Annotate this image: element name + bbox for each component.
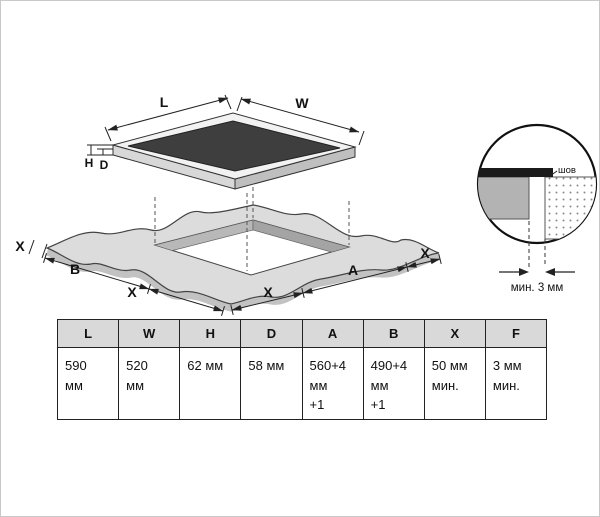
cell-D: 58 мм xyxy=(240,347,303,420)
dim-label-X-right: X xyxy=(420,245,430,261)
installation-diagram: L W H D X B xyxy=(15,94,598,316)
cell-line: 50 мм xyxy=(431,358,468,373)
col-header-F: F xyxy=(484,319,548,348)
cell-line: мм xyxy=(126,377,144,393)
detail-inset: шов мин. 3 мм xyxy=(476,123,598,294)
dim-label-B: B xyxy=(70,261,80,277)
cooktop-body-section xyxy=(478,176,530,220)
cell-line: мин. xyxy=(431,377,459,393)
dim-label-X-bottom-left: X xyxy=(127,284,137,300)
dim-label-X-bottom-mid: X xyxy=(263,284,273,300)
cell-line: 560+4 мм xyxy=(309,358,347,393)
table-value-row: 590 мм 520 мм 62 мм 58 мм 560+4 мм + xyxy=(56,347,548,420)
cell-H: 62 мм xyxy=(179,347,242,420)
cell-L: 590 мм xyxy=(56,347,120,420)
cell-B: 490+4 мм +1 xyxy=(362,347,425,420)
dim-label-A: A xyxy=(348,262,358,278)
cell-line: 58 мм xyxy=(248,358,285,373)
cell-line: мин. xyxy=(492,377,520,393)
dimensions-table: L W H D A B X F 590 мм 520 мм xyxy=(56,319,548,420)
inset-section xyxy=(478,168,596,240)
col-header-B: B xyxy=(362,319,425,348)
cell-line: 3 мм xyxy=(492,358,522,373)
cell-W: 520 мм xyxy=(118,347,181,420)
inset-gap-extension-lines xyxy=(528,221,546,267)
cooktop-drawing xyxy=(111,112,357,190)
cooktop-panel-section xyxy=(478,168,553,177)
projection-lines xyxy=(154,187,350,271)
cell-A: 560+4 мм +1 xyxy=(301,347,364,420)
dim-label-L: L xyxy=(160,94,169,110)
cell-line: +1 xyxy=(370,397,386,412)
inset-gap-arrows xyxy=(499,268,575,276)
dim-label-W: W xyxy=(295,95,309,111)
dimension-X-left-corner xyxy=(28,239,48,259)
col-header-A: A xyxy=(301,319,364,348)
dimension-W xyxy=(236,96,365,146)
seam-label: шов xyxy=(558,165,576,176)
table-header-row: L W H D A B X F xyxy=(56,319,548,348)
col-header-D: D xyxy=(240,319,303,348)
dimension-chain-left xyxy=(43,253,225,316)
cell-line: 490+4 мм xyxy=(370,358,408,393)
cell-line: 520 xyxy=(126,358,148,373)
col-header-L: L xyxy=(56,319,120,348)
cell-F: 3 мм мин. xyxy=(484,347,548,420)
cell-line: +1 xyxy=(309,397,325,412)
countertop-drawing xyxy=(45,204,440,312)
dim-label-X-left: X xyxy=(15,238,25,254)
dimension-L xyxy=(104,94,232,142)
col-header-X: X xyxy=(423,319,486,348)
dim-label-H: H xyxy=(85,156,94,170)
dimension-H-D xyxy=(87,144,113,156)
col-header-W: W xyxy=(118,319,181,348)
cell-X: 50 мм мин. xyxy=(423,347,486,420)
col-header-H: H xyxy=(179,319,242,348)
min-gap-label: мин. 3 мм xyxy=(511,282,564,294)
dim-label-D: D xyxy=(100,158,109,172)
cell-line: 62 мм xyxy=(187,358,224,373)
seam-leader-line xyxy=(549,170,558,177)
cell-line: мм xyxy=(65,377,83,393)
dimension-chain-right xyxy=(230,253,442,316)
cell-line: 590 xyxy=(65,358,87,373)
